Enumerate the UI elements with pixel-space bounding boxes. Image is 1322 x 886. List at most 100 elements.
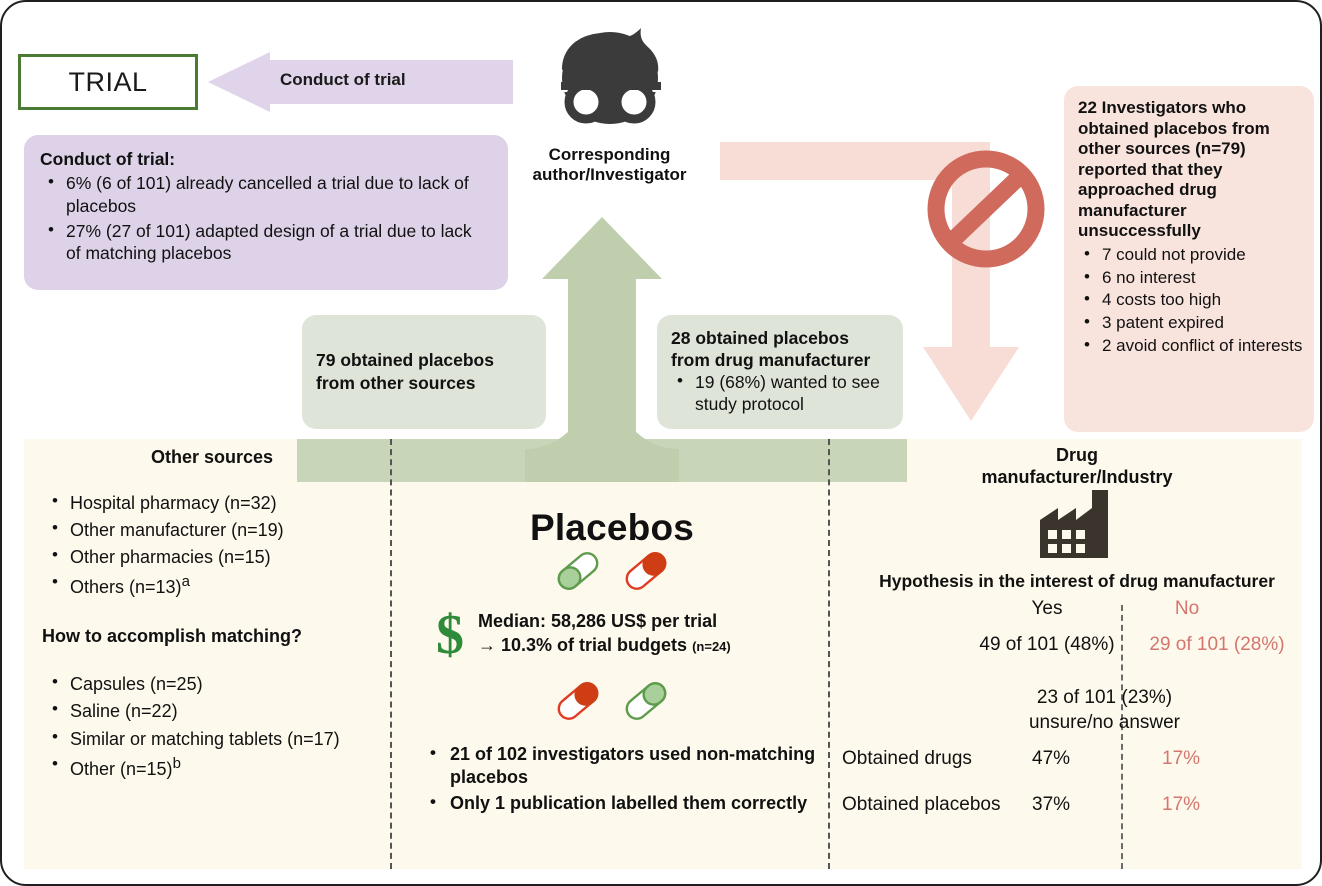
green-arrow-stem <box>568 275 636 482</box>
list-item: 7 could not provide <box>1078 243 1304 266</box>
list-item: 4 costs too high <box>1078 288 1304 311</box>
unsure-line1: 23 of 101 (23%) <box>1036 687 1173 709</box>
person-with-glasses-icon <box>560 28 661 124</box>
corresponding-author-block: Corresponding author/Investigator <box>507 26 712 184</box>
conduct-of-trial-card: Conduct of trial: 6% (6 of 101) already … <box>24 135 508 290</box>
list-item: 27% (27 of 101) adapted design of a tria… <box>40 219 490 266</box>
list-item: Only 1 publication labelled them correct… <box>424 791 822 815</box>
cost-budget: 10.3% of trial budgets <box>501 635 688 655</box>
list-item: 19 (68%) wanted to see study protocol <box>671 370 889 415</box>
yes-no-table: Yes No 49 of 101 (48%) 29 of 101 (28%) <box>842 598 1312 684</box>
prohibition-sign <box>927 150 1045 268</box>
placebo-bullets: 21 of 102 investigators used non-matchin… <box>402 742 822 815</box>
cost-text: Median: 58,286 US$ per trial → 10.3% of … <box>478 610 731 658</box>
arrow-right-icon: → <box>478 635 496 655</box>
placebos-title: Placebos <box>529 507 695 548</box>
green-funnel-arrow <box>297 217 907 482</box>
list-item: Saline (n=22) <box>42 697 382 724</box>
pink-card-heading: 22 Investigators who obtained placebos f… <box>1078 98 1270 241</box>
no-value: 29 of 101 (28%) <box>1149 634 1285 656</box>
gcard-right-line1: 28 obtained placebos <box>671 328 849 348</box>
list-item-label: Hospital pharmacy (n=32) <box>70 493 277 513</box>
list-item: Other manufacturer (n=19) <box>42 516 382 543</box>
list-item: 2 avoid conflict of interests <box>1078 334 1304 357</box>
gcard-left-line1: 79 obtained placebos <box>316 350 494 371</box>
cost-budget-line: → 10.3% of trial budgets (n=24) <box>478 634 731 658</box>
unsure-line2: unsure/no answer <box>1028 711 1181 733</box>
list-item-label: Saline (n=22) <box>70 701 178 722</box>
factory-icon-wrap <box>842 490 1312 563</box>
red-capsule-icon <box>625 552 667 590</box>
yes-value: 49 of 101 (48%) <box>979 634 1115 656</box>
pink-card-bullets: 7 could not provide 6 no interest 4 cost… <box>1078 243 1304 357</box>
divider-yes-no <box>1121 605 1123 869</box>
matching-question: How to accomplish matching? <box>42 626 303 647</box>
manufacturer-column: Drug manufacturer/Industry Hypothesis in… <box>842 445 1312 840</box>
divider-right <box>828 439 830 869</box>
cost-median: Median: 58,286 US$ per trial <box>478 611 718 632</box>
conduct-of-trial-arrow: Conduct of trial <box>208 52 513 112</box>
gcard-right-bullets: 19 (68%) wanted to see study protocol <box>671 370 889 415</box>
manufacturer-title-line1: Drug <box>1056 445 1098 465</box>
list-item: 21 of 102 investigators used non-matchin… <box>424 742 822 790</box>
gcard-left-line2: from other sources <box>316 373 476 393</box>
list-item-label: Capsules (n=25) <box>70 674 203 695</box>
arrow-shaft <box>266 60 513 104</box>
row-label: Obtained drugs <box>842 747 972 769</box>
row-no-value: 17% <box>1162 747 1201 769</box>
list-item: 3 patent expired <box>1078 311 1304 334</box>
other-sources-count-card: 79 obtained placebos from other sources <box>302 315 546 429</box>
gcard-right-text: 28 obtained placebos from drug manufactu… <box>671 327 889 371</box>
list-item: Other pharmacies (n=15) <box>42 543 382 570</box>
yes-header: Yes <box>1031 598 1063 620</box>
pill-row-top <box>402 551 822 591</box>
footnote-marker-a: a <box>181 573 190 591</box>
list-item-label: Other manufacturer (n=19) <box>70 520 284 541</box>
cost-budget-n: (n=24) <box>692 639 731 654</box>
green-capsule-icon <box>625 682 667 720</box>
trial-label: TRIAL <box>68 66 148 97</box>
green-arrow-head <box>542 217 662 279</box>
matching-list: Capsules (n=25) Saline (n=22) Similar or… <box>42 670 382 782</box>
row-yes-value: 47% <box>1032 747 1071 769</box>
divider-left <box>390 439 392 869</box>
manufacturer-title: Drug manufacturer/Industry <box>842 445 1312 488</box>
list-item-label: Similar or matching tablets (n=17) <box>70 728 340 749</box>
red-capsule-icon <box>557 682 599 720</box>
no-header: No <box>1174 598 1200 620</box>
prohibition-icon <box>927 150 1045 268</box>
placebo-cost-row: $ Median: 58,286 US$ per trial → 10.3% o… <box>402 605 822 663</box>
purple-card-heading: Conduct of trial: <box>40 149 176 169</box>
author-caption-line2: author/Investigator <box>532 164 687 184</box>
hypothesis-heading: Hypothesis in the interest of drug manuf… <box>879 571 1275 592</box>
manufacturer-title-line2: manufacturer/Industry <box>981 466 1173 487</box>
list-item: Similar or matching tablets (n=17) <box>42 725 382 752</box>
list-item: Others (n=13)a <box>42 570 382 600</box>
dollar-sign-icon: $ <box>436 605 464 663</box>
table-row: Obtained drugs 47% 17% <box>842 748 1312 794</box>
pink-arrow-head-down-icon <box>923 347 1019 421</box>
row-no-value: 17% <box>1162 793 1201 815</box>
list-item-label: Other (n=15) <box>70 758 173 779</box>
list-item: 6 no interest <box>1078 266 1304 289</box>
list-item: Capsules (n=25) <box>42 670 382 697</box>
author-caption-line1: Corresponding <box>548 145 671 164</box>
green-capsule-icon <box>557 552 599 590</box>
list-item-label: Others (n=13) <box>70 577 182 598</box>
list-item: Hospital pharmacy (n=32) <box>42 489 382 516</box>
purple-card-bullets: 6% (6 of 101) already cancelled a trial … <box>40 171 490 266</box>
row-yes-value: 37% <box>1032 793 1071 815</box>
arrow-head-left-icon <box>208 52 270 112</box>
footnote-marker-b: b <box>172 754 181 772</box>
conduct-arrow-label: Conduct of trial <box>280 70 406 89</box>
manufacturer-count-card: 28 obtained placebos from drug manufactu… <box>657 315 903 429</box>
gcard-left-text: 79 obtained placebos from other sources <box>316 349 494 395</box>
trial-box: TRIAL <box>18 54 198 110</box>
svg-text:$: $ <box>436 605 464 663</box>
author-caption: Corresponding author/Investigator <box>507 145 712 184</box>
other-sources-list: Hospital pharmacy (n=32) Other manufactu… <box>42 489 382 600</box>
unsuccessful-approach-card: 22 Investigators who obtained placebos f… <box>1064 86 1314 432</box>
unsure-block: 23 of 101 (23%) unsure/no answer <box>842 686 1312 735</box>
list-item: Other (n=15)b <box>42 752 382 782</box>
